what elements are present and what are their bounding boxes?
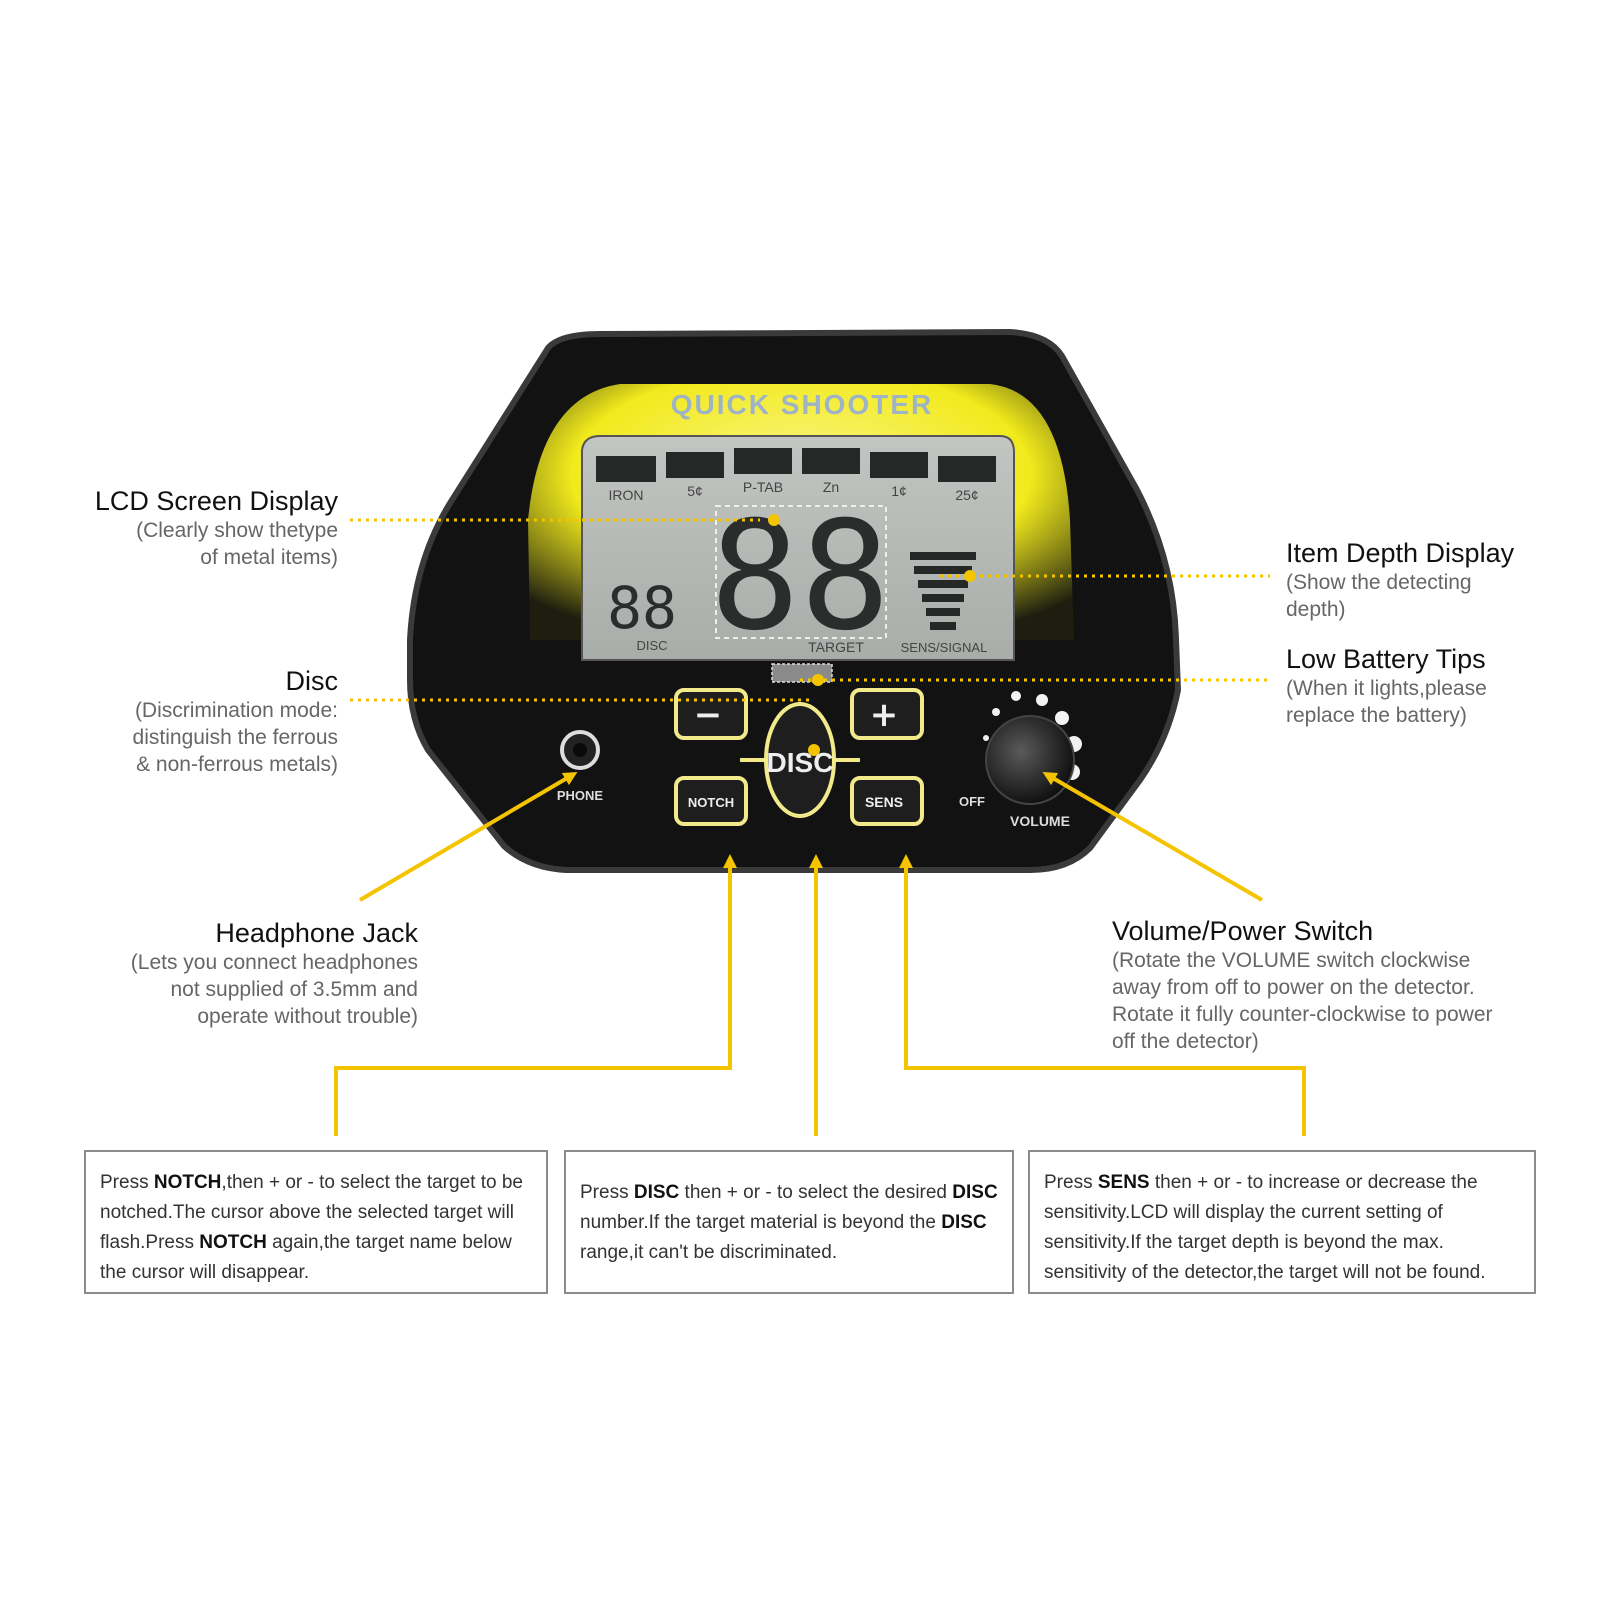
callout-volume: Volume/Power Switch (Rotate the VOLUME s… <box>1112 916 1493 1055</box>
sens-text-2: then + or - to increase or decrease the … <box>1044 1172 1486 1283</box>
lcd-bar-25c <box>938 456 996 482</box>
callout-depth-line-2: depth) <box>1286 598 1346 621</box>
lcd-cat-1c: 1¢ <box>891 483 907 499</box>
callout-lcd-title: LCD Screen Display <box>94 486 338 516</box>
lcd-bar-ptab <box>734 448 792 474</box>
callout-volume-line-3: Rotate it fully counter-clockwise to pow… <box>1112 1003 1493 1026</box>
callout-battery-line-2: replace the battery) <box>1286 704 1467 727</box>
yellow-arrows <box>334 771 1306 1136</box>
lcd-bar-1c <box>870 452 928 478</box>
callout-volume-title: Volume/Power Switch <box>1112 916 1374 946</box>
notch-instruction-box: Press NOTCH,then + or - to select the ta… <box>84 1150 548 1294</box>
disc-text-2: then + or - to select the desired <box>679 1182 953 1203</box>
sens-instruction-box: Press SENS then + or - to increase or de… <box>1028 1150 1536 1294</box>
minus-button-label: − <box>694 695 723 735</box>
off-label: OFF <box>959 794 985 809</box>
callout-volume-line-2: away from off to power on the detector. <box>1112 976 1475 999</box>
callout-disc-line-2: distinguish the ferrous <box>132 726 338 749</box>
callout-depth: Item Depth Display (Show the detecting d… <box>1286 538 1514 623</box>
minus-button[interactable]: − <box>674 688 748 740</box>
sens-button-label: SENS <box>865 794 903 810</box>
callout-disc-line-1: (Discrimination mode: <box>134 699 338 722</box>
volume-knob[interactable] <box>985 715 1075 805</box>
volume-label: VOLUME <box>1010 813 1070 829</box>
callout-depth-line-1: (Show the detecting <box>1286 571 1472 594</box>
notch-text-2: ,then + or - to select the target to be … <box>100 1172 523 1253</box>
callout-depth-title: Item Depth Display <box>1286 538 1515 568</box>
callout-disc: Disc (Discrimination mode: distinguish t… <box>133 666 338 778</box>
notch-keyword-1: NOTCH <box>153 1172 222 1193</box>
brand-logo: QUICK SHOOTER <box>671 389 933 420</box>
lcd-sens-label: SENS/SIGNAL <box>901 640 988 655</box>
callout-lcd: LCD Screen Display (Clearly show thetype… <box>95 486 338 571</box>
disc-keyword-1: DISC <box>633 1182 680 1203</box>
leader-dots <box>768 514 976 756</box>
callout-headphone-line-1: (Lets you connect headphones <box>130 951 418 974</box>
plus-button-label: + <box>870 695 899 735</box>
notch-keyword-2: NOTCH <box>199 1232 267 1253</box>
disc-button[interactable]: DISC <box>740 702 860 818</box>
lcd-sens-ladder <box>910 552 976 630</box>
disc-text-3: number.If the target material is beyond … <box>580 1212 942 1233</box>
detector-control-box: QUICK SHOOTER IRON 5¢ P-TAB Zn 1¢ 25¢ 88… <box>407 328 1182 873</box>
sens-button[interactable]: SENS <box>850 776 924 826</box>
callout-lcd-line-2: of metal items) <box>200 546 338 569</box>
sens-keyword-1: SENS <box>1097 1172 1150 1193</box>
plus-button[interactable]: + <box>850 688 924 740</box>
callout-battery-line-1: (When it lights,please <box>1286 677 1487 700</box>
callout-headphone-line-3: operate without trouble) <box>197 1005 418 1028</box>
dotted-leaders <box>350 518 1270 702</box>
notch-text-1: Press <box>100 1172 154 1193</box>
lcd-disc-digits: 88 <box>607 574 677 642</box>
notch-button-label: NOTCH <box>688 795 734 810</box>
lcd-cat-5c: 5¢ <box>687 483 703 499</box>
disc-keyword-2: DISC <box>952 1182 998 1203</box>
callout-disc-title: Disc <box>285 666 339 696</box>
disc-instruction-box: Press DISC then + or - to select the des… <box>564 1150 1014 1294</box>
lcd-cat-iron: IRON <box>609 487 644 503</box>
lcd-screen <box>581 435 1015 661</box>
callout-disc-line-3: & non-ferrous metals) <box>136 753 338 776</box>
arrow-sens <box>899 854 1306 1136</box>
callout-headphone-title: Headphone Jack <box>215 918 418 948</box>
notch-button[interactable]: NOTCH <box>674 776 748 826</box>
lcd-category-bars <box>596 448 996 482</box>
lcd-target-frame <box>715 505 887 639</box>
disc-keyword-3: DISC <box>941 1212 987 1233</box>
disc-text-4: range,it can't be discriminated. <box>580 1242 838 1263</box>
lcd-target-digits: 88 <box>710 490 891 664</box>
callout-volume-line-1: (Rotate the VOLUME switch clockwise <box>1112 949 1471 972</box>
lcd-bar-zn <box>802 448 860 474</box>
arrow-volume <box>1042 771 1264 902</box>
lcd-cat-zn: Zn <box>823 479 839 495</box>
lcd-cat-ptab: P-TAB <box>743 479 783 495</box>
callout-battery: Low Battery Tips (When it lights,please … <box>1286 644 1487 729</box>
lcd-bar-5c <box>666 452 724 478</box>
callout-battery-title: Low Battery Tips <box>1286 644 1486 674</box>
notch-text-3: again,the target name below the cursor w… <box>100 1232 512 1283</box>
phone-label: PHONE <box>557 788 604 803</box>
callout-headphone-line-2: not supplied of 3.5mm and <box>170 978 419 1001</box>
callout-lcd-line-1: (Clearly show thetype <box>136 519 338 542</box>
lcd-bar-iron <box>596 456 656 482</box>
lcd-target-label: TARGET <box>808 639 864 655</box>
disc-text-1: Press <box>580 1182 634 1203</box>
disc-button-label: DISC <box>767 747 834 778</box>
arrow-notch <box>334 854 737 1136</box>
callout-headphone: Headphone Jack (Lets you connect headpho… <box>131 918 418 1030</box>
headphone-jack[interactable] <box>560 730 600 770</box>
callout-volume-line-4: off the detector) <box>1112 1030 1259 1053</box>
arrow-headphone <box>358 771 578 902</box>
lcd-cat-25c: 25¢ <box>955 487 978 503</box>
sens-text-1: Press <box>1044 1172 1098 1193</box>
lcd-disc-label: DISC <box>636 638 667 653</box>
